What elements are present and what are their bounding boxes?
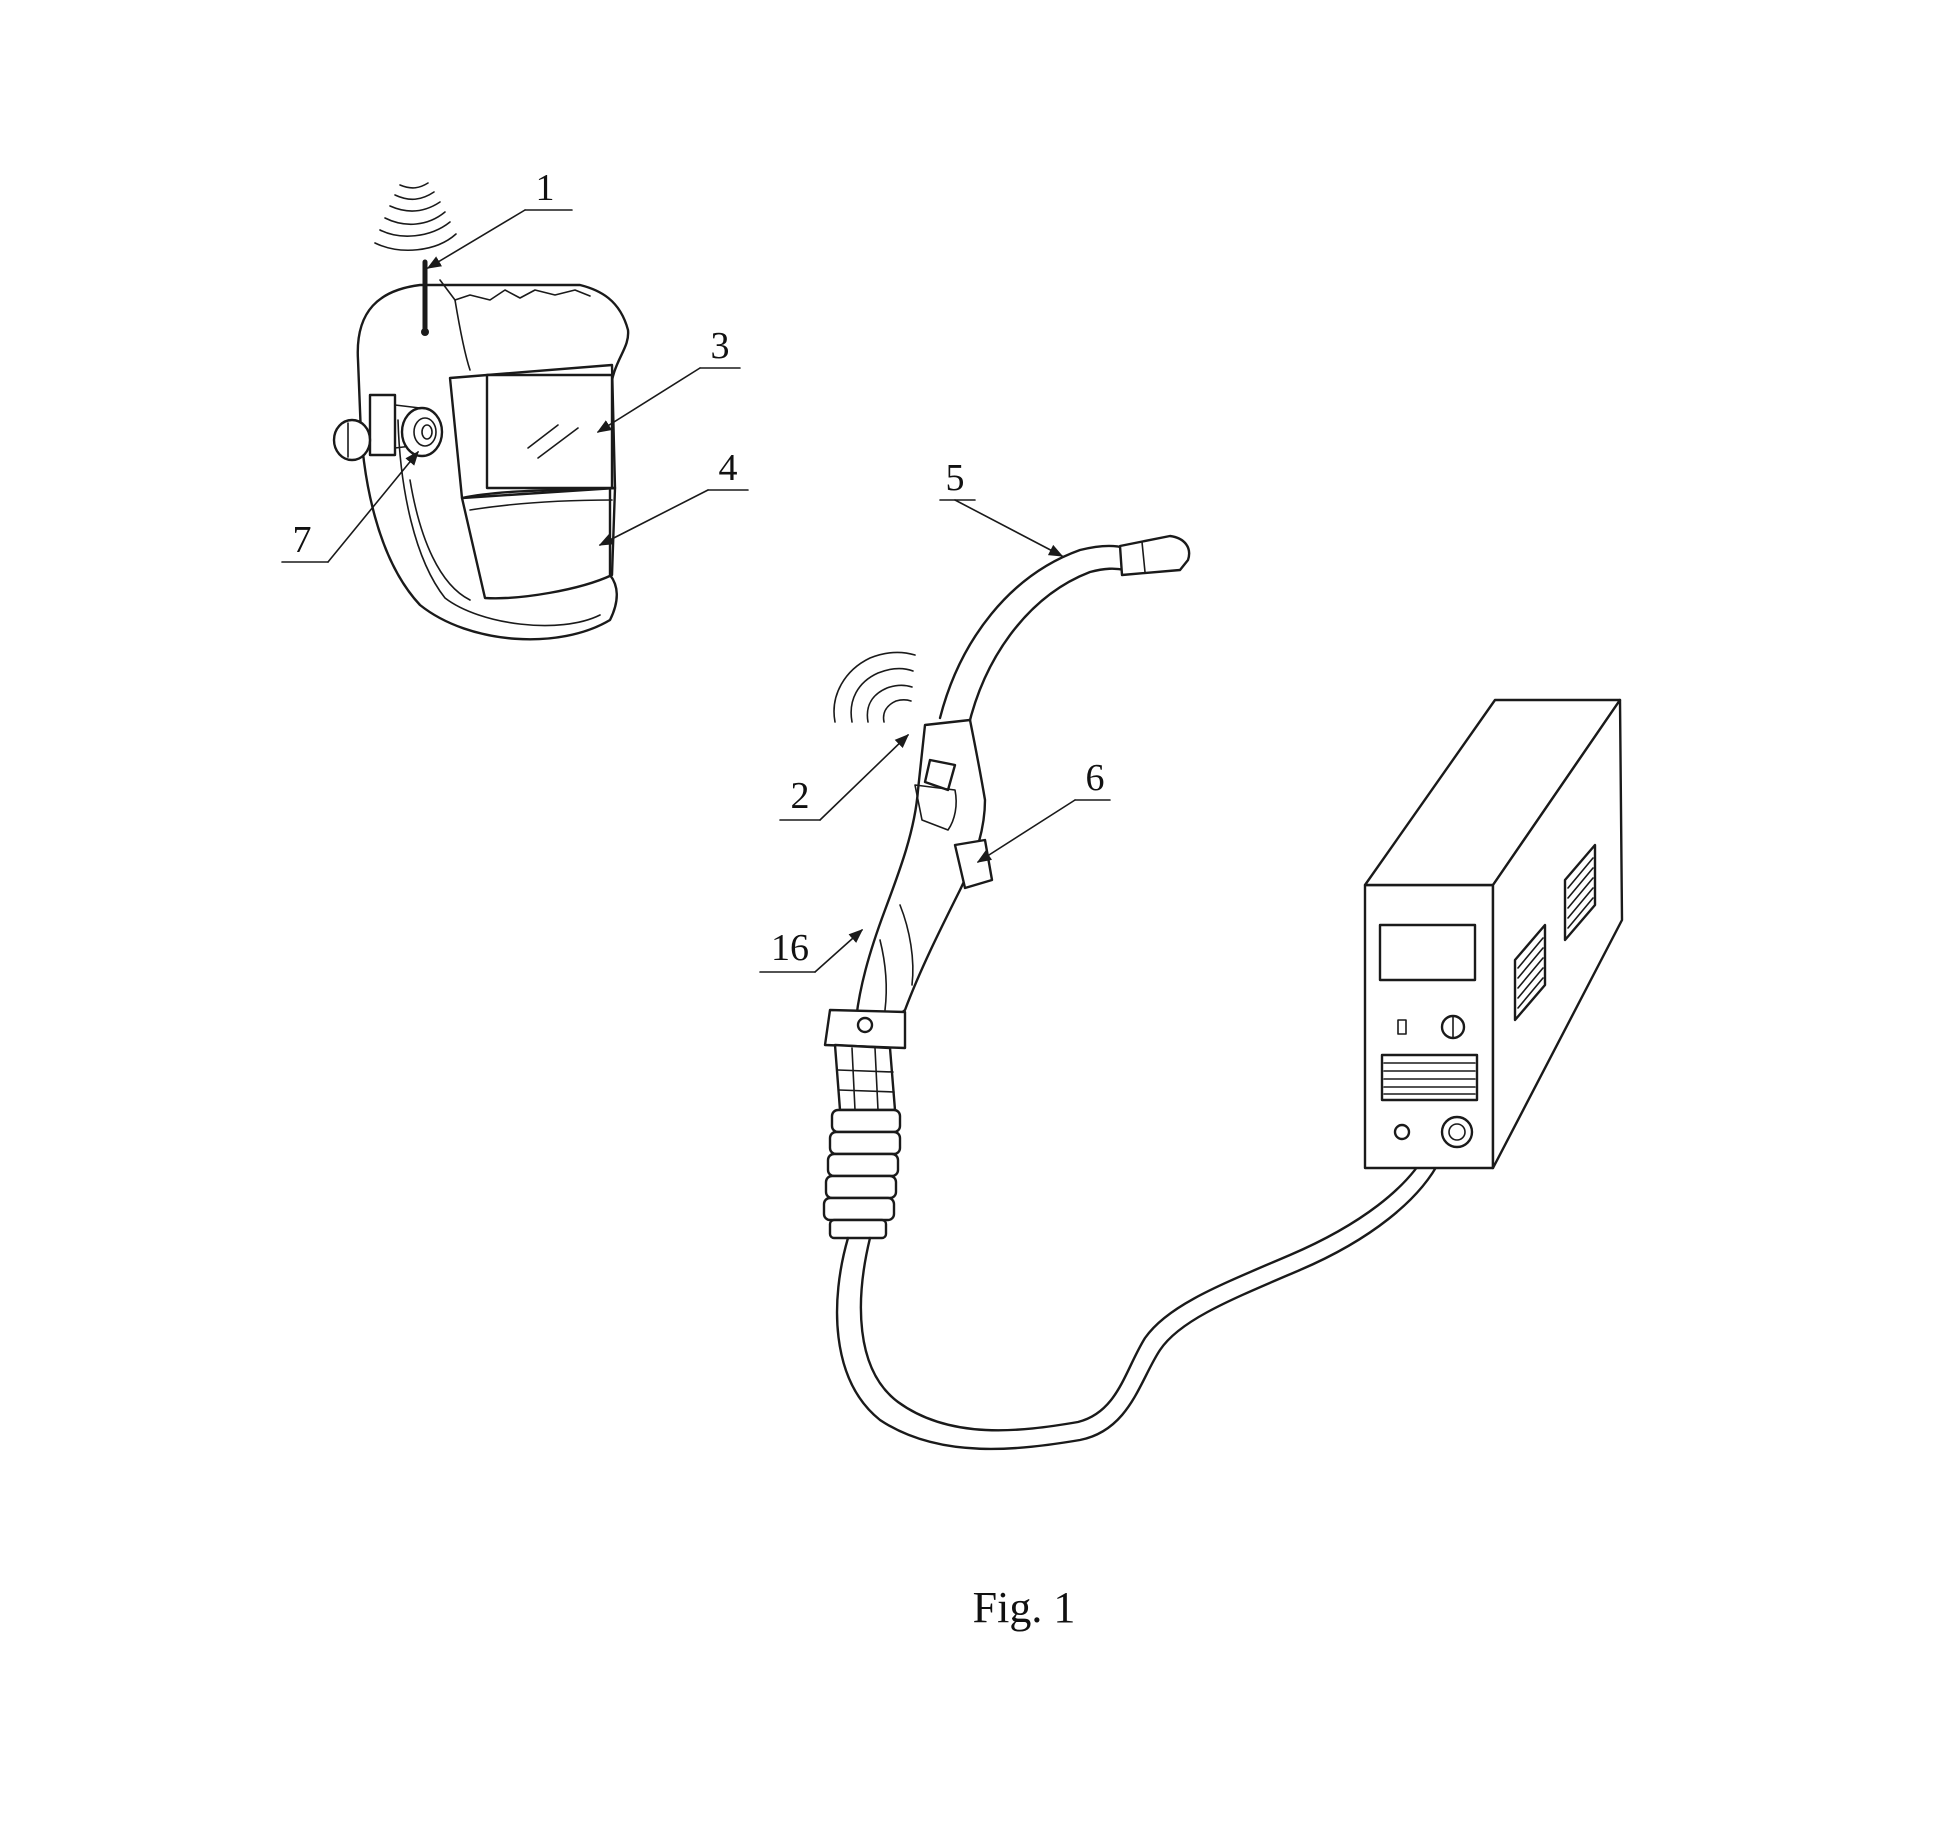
sensitivity-knob-icon (400, 406, 444, 458)
terminal-negative-icon (1393, 1123, 1411, 1141)
side-knob-left-icon (332, 418, 372, 462)
label-4: 4 (598, 447, 749, 546)
front-grille (1380, 1053, 1479, 1102)
svg-text:2: 2 (791, 775, 810, 817)
label-6: 6 (976, 757, 1111, 863)
welding-torch (822, 534, 1191, 1240)
welding-cable (835, 1123, 1451, 1451)
label-7: 7 (281, 450, 419, 563)
label-3: 3 (596, 325, 741, 433)
welding-power-source (1363, 698, 1624, 1170)
svg-text:3: 3 (711, 325, 730, 367)
welding-helmet (332, 182, 630, 641)
side-vent-upper (1563, 843, 1597, 942)
cable-strain-relief (822, 1108, 902, 1240)
terminal-torch-icon (1440, 1115, 1474, 1149)
svg-text:6: 6 (1086, 757, 1105, 799)
svg-text:1: 1 (536, 167, 555, 209)
label-1: 1 (426, 167, 573, 269)
svg-text:7: 7 (293, 519, 312, 561)
side-vent-lower (1513, 923, 1547, 1022)
helmet-antenna-icon (421, 259, 429, 336)
svg-text:4: 4 (719, 447, 738, 489)
svg-text:5: 5 (946, 457, 965, 499)
label-2: 2 (779, 733, 910, 821)
label-5: 5 (939, 457, 1064, 557)
svg-text:16: 16 (771, 927, 809, 969)
power-switch-icon (1397, 1019, 1407, 1035)
helmet-signal-waves-icon (374, 182, 457, 251)
figure-caption: Fig. 1 (973, 1583, 1076, 1632)
torch-signal-waves-icon (833, 651, 916, 723)
power-source-display (1378, 923, 1477, 982)
label-16: 16 (759, 927, 864, 973)
